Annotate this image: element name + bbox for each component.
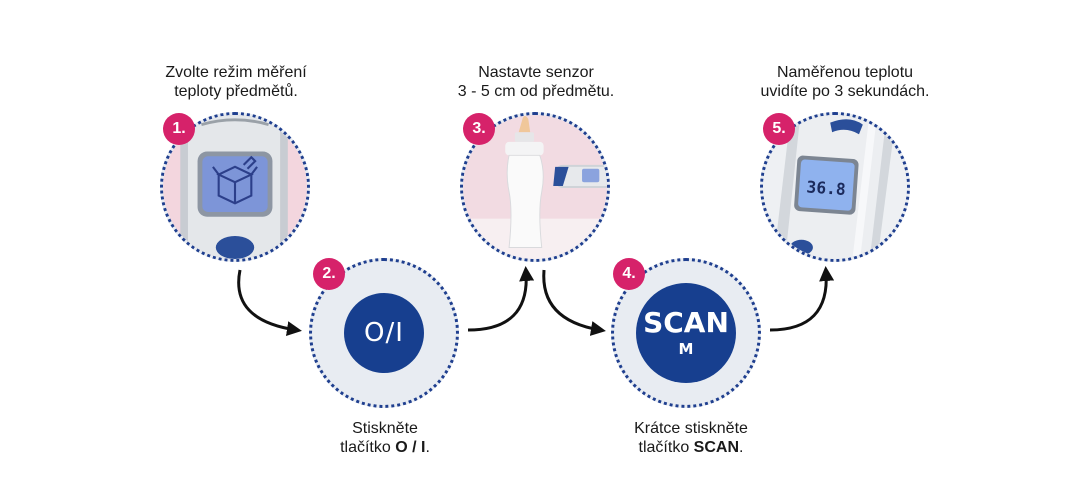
step-1-caption: Zvolte režim měření teploty předmětů. [116, 63, 356, 101]
step-3-badge: 3. [463, 113, 495, 145]
scan-button-label: SCAN [643, 306, 729, 339]
step-3-image [460, 112, 610, 262]
step-4-caption: Krátce stiskněte tlačítko SCAN. [571, 419, 811, 457]
step-4-badge: 4. [613, 258, 645, 290]
step-2-caption-prefix: tlačítko [340, 439, 396, 456]
step-4-caption-line2: tlačítko SCAN. [571, 438, 811, 457]
step-3-caption: Nastavte senzor 3 - 5 cm od předmětu. [416, 63, 656, 101]
step-5-caption-line2: uvidíte po 3 sekundách. [760, 83, 930, 100]
step-2-caption-line2: tlačítko O / I. [265, 438, 505, 457]
temperature-reading: 36.8 [806, 177, 847, 199]
arrow-step4-to-step5 [769, 266, 835, 332]
step-5-caption: Naměřenou teplotu uvidíte po 3 sekundách… [725, 63, 965, 101]
step-3-caption-line2: 3 - 5 cm od předmětu. [457, 83, 615, 100]
step-1-caption-line1: Zvolte režim měření [165, 64, 307, 81]
baby-bottle-icon [505, 115, 544, 248]
scan-button: SCAN M [636, 283, 736, 383]
step-4-caption-prefix: tlačítko [638, 439, 694, 456]
step-4-caption-bold: SCAN [693, 439, 740, 456]
step-2-caption-suffix: . [425, 439, 430, 456]
step-5-caption-line1: Naměřenou teplotu [776, 64, 914, 81]
arrow-step1-to-step2 [237, 269, 302, 337]
step-4-caption-suffix: . [739, 439, 744, 456]
step-2-caption-bold: O / I [395, 439, 426, 456]
arrow-step2-to-step3 [467, 266, 535, 332]
arrow-step3-to-step4 [542, 269, 606, 336]
step-2-caption: Stiskněte tlačítko O / I. [265, 419, 505, 457]
step-1-badge: 1. [163, 113, 195, 145]
scan-button-mode-label: M [678, 340, 694, 358]
step-5-badge: 5. [763, 113, 795, 145]
on-off-button: O/I [344, 293, 424, 373]
on-off-button-label: O/I [364, 318, 404, 348]
step-2-caption-line1: Stiskněte [352, 420, 418, 437]
step-3-caption-line1: Nastavte senzor [478, 64, 594, 81]
thermometer-icon [553, 164, 607, 188]
step-2-badge: 2. [313, 258, 345, 290]
step-4-caption-line1: Krátce stiskněte [634, 420, 748, 437]
step-1-caption-line2: teploty předmětů. [174, 83, 298, 100]
bottle-measurement-illustration [463, 115, 607, 259]
box-icon [212, 155, 258, 205]
